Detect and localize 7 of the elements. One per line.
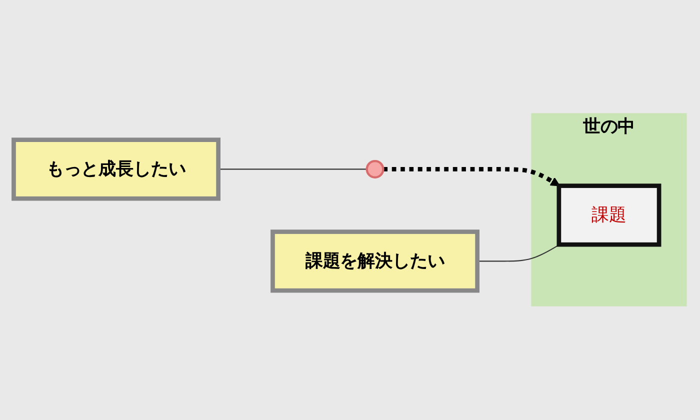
node-circle bbox=[366, 160, 384, 179]
node-box: もっと成長したい bbox=[12, 138, 220, 202]
node-box: 課題を解決したい bbox=[270, 230, 480, 293]
node-box: 課題 bbox=[556, 184, 662, 247]
arrow bbox=[383, 167, 560, 186]
connector bbox=[218, 168, 367, 170]
connector bbox=[477, 244, 560, 262]
